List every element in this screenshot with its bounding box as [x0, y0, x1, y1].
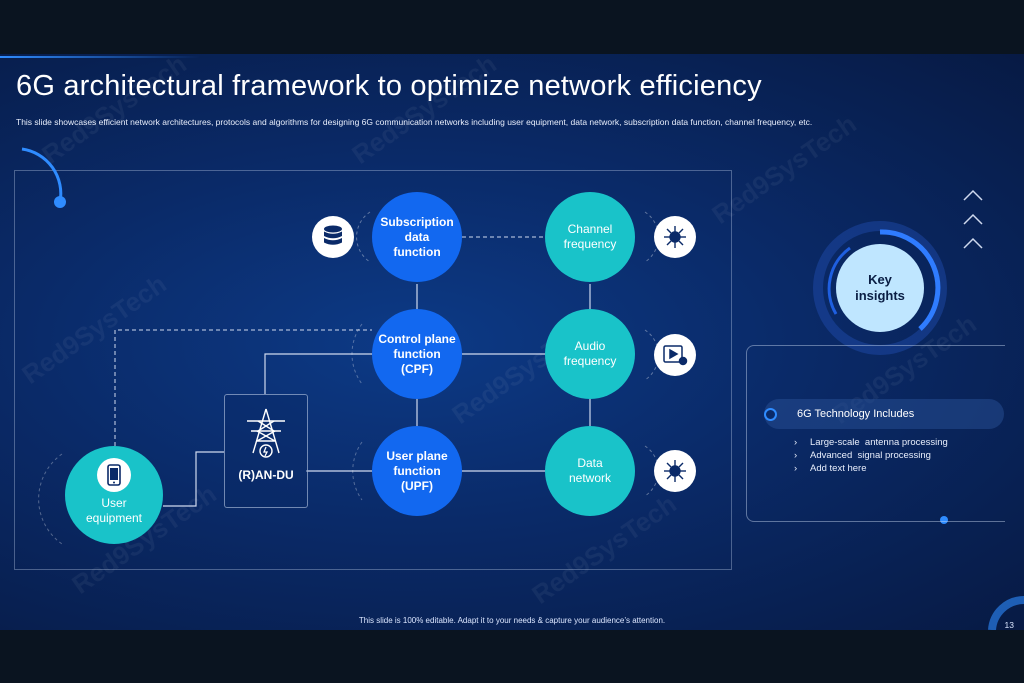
- mobile-phone-icon: [97, 458, 131, 492]
- ran-du-label: (R)AN-DU: [238, 468, 294, 482]
- network-hub-icon: [654, 216, 696, 258]
- database-icon: [312, 216, 354, 258]
- node-label-line: data: [404, 229, 430, 244]
- node-label-line: Channel: [567, 222, 613, 236]
- list-item: ›Advanced signal processing: [794, 450, 931, 461]
- user-plane-function-node: User plane function (UPF): [372, 426, 462, 516]
- insights-list: ›Large-scale antenna processing ›Advance…: [794, 436, 948, 475]
- page-number: 13: [1004, 620, 1014, 630]
- list-item: ›Large-scale antenna processing: [794, 437, 948, 448]
- data-network-node: Data network: [545, 426, 635, 516]
- key-insights-circle: Key insights: [836, 244, 924, 332]
- network-hub-icon: [654, 450, 696, 492]
- node-label-line: Data: [577, 456, 603, 470]
- insights-box: [746, 345, 1005, 522]
- node-label-line: frequency: [563, 237, 617, 251]
- footer-note: This slide is 100% editable. Adapt it to…: [358, 616, 666, 625]
- list-item-text: Advanced signal processing: [810, 450, 931, 461]
- top-accent-line: [0, 56, 200, 58]
- ran-du-box: (R)AN-DU: [224, 394, 308, 508]
- node-label-line: Subscription: [380, 214, 454, 229]
- slide: Red9SysTech Red9SysTech Red9SysTech Red9…: [0, 54, 1024, 630]
- channel-frequency-node: Channel frequency: [545, 192, 635, 282]
- node-label-line: Control plane: [378, 331, 456, 346]
- node-label-line: function: [393, 463, 441, 478]
- page-title: 6G architectural framework to optimize n…: [16, 70, 762, 102]
- bullet-dot-icon: [764, 407, 777, 421]
- subscription-data-function-node: Subscription data function: [372, 192, 462, 282]
- node-label-line: (CPF): [401, 361, 433, 376]
- list-item-text: Large-scale antenna processing: [810, 437, 948, 448]
- node-label-line: User plane: [386, 448, 448, 463]
- diagram-panel: [14, 170, 732, 570]
- user-equipment-node: User equipment: [65, 446, 163, 544]
- node-label-line: User: [101, 496, 127, 510]
- video-audio-icon: [654, 334, 696, 376]
- node-label-line: function: [393, 244, 441, 259]
- key-insights-line: Key: [868, 272, 892, 287]
- node-label-line: (UPF): [401, 478, 433, 493]
- chevron-up-icon: [963, 189, 983, 201]
- page-subtitle: This slide showcases efficient network a…: [16, 117, 813, 127]
- chevron-up-icon: [963, 213, 983, 225]
- list-item: ›Add text here: [794, 463, 867, 474]
- audio-frequency-node: Audio frequency: [545, 309, 635, 399]
- insights-heading: 6G Technology Includes: [764, 399, 1004, 429]
- transmission-tower-icon: [247, 408, 285, 458]
- node-label-line: equipment: [85, 511, 143, 525]
- list-item-text: Add text here: [810, 463, 867, 474]
- node-label-line: frequency: [563, 354, 617, 368]
- key-insights-line: insights: [855, 288, 905, 303]
- node-label-line: network: [568, 471, 612, 485]
- node-label-line: function: [393, 346, 441, 361]
- chevron-up-icon: [963, 237, 983, 249]
- insights-heading-text: 6G Technology Includes: [797, 408, 915, 420]
- node-label-line: Audio: [574, 339, 606, 353]
- control-plane-function-node: Control plane function (CPF): [372, 309, 462, 399]
